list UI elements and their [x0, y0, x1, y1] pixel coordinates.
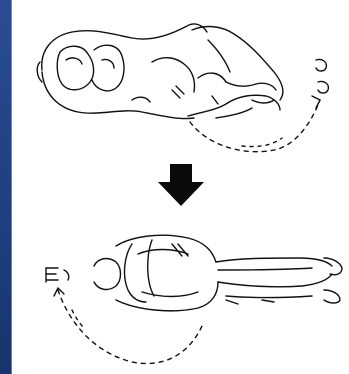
illustration-area [12, 0, 349, 374]
slide-side-bar [0, 0, 12, 374]
bottom-figure [46, 235, 342, 363]
sketch-svg [12, 0, 349, 374]
down-arrow-icon [158, 164, 204, 206]
top-figure [37, 24, 328, 152]
